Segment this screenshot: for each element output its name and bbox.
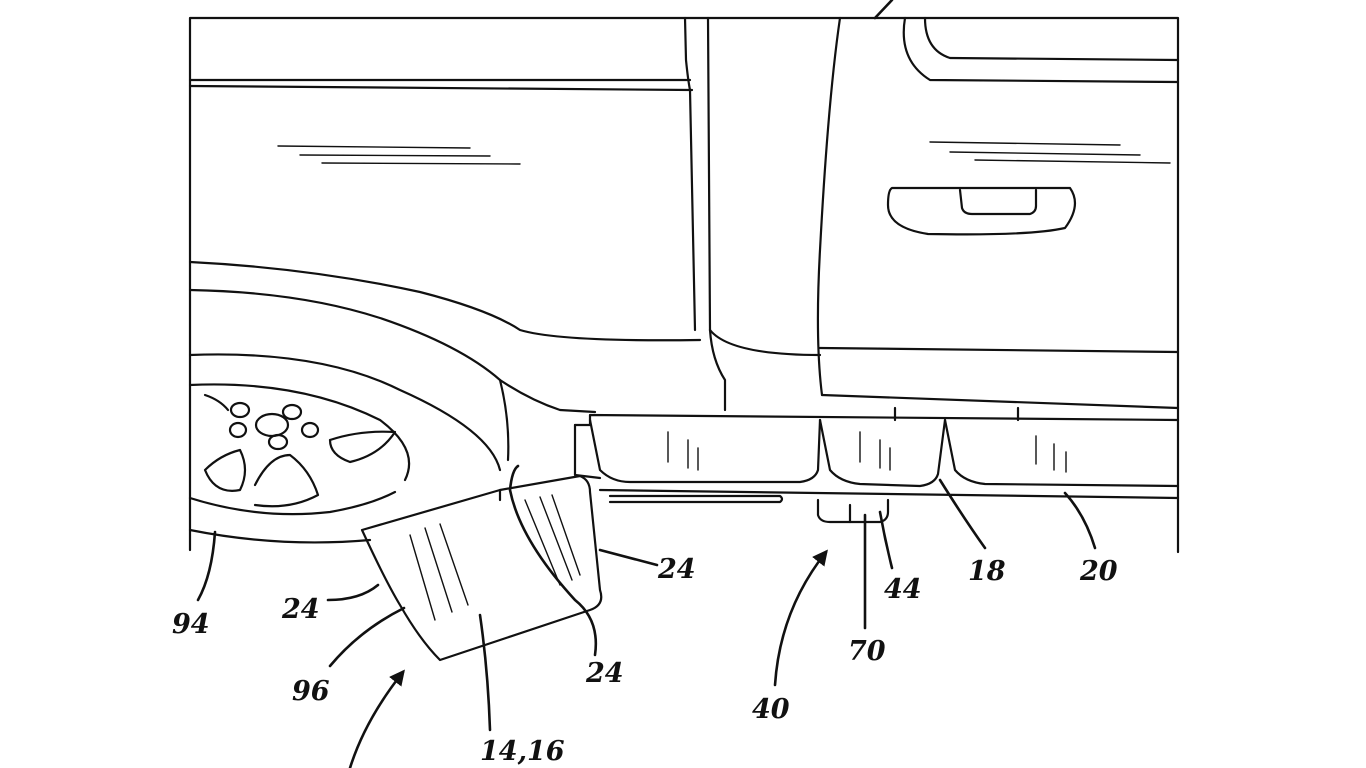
ref-18: 18 <box>968 556 1006 587</box>
ref-24-left: 24 <box>281 594 320 625</box>
drawing-frame <box>188 16 1180 554</box>
ref-40: 40 <box>752 694 790 725</box>
ref-44: 44 <box>884 574 922 605</box>
ref-24-bottom: 24 <box>585 658 624 689</box>
ref-20: 20 <box>1079 556 1118 587</box>
ref-24-right: 24 <box>657 554 696 585</box>
leader-lines <box>196 0 1097 768</box>
ref-94: 94 <box>172 609 210 640</box>
ref-14-16: 14,16 <box>480 736 565 767</box>
ref-96: 96 <box>292 676 330 707</box>
truck-bed-panel <box>188 16 697 332</box>
wheel-arch <box>188 260 702 462</box>
cab-door <box>706 16 1180 412</box>
running-board <box>573 406 1180 504</box>
bracket-44 <box>816 498 890 524</box>
ref-70: 70 <box>848 636 886 667</box>
rear-wheel <box>188 353 502 544</box>
deployable-step <box>360 474 603 662</box>
